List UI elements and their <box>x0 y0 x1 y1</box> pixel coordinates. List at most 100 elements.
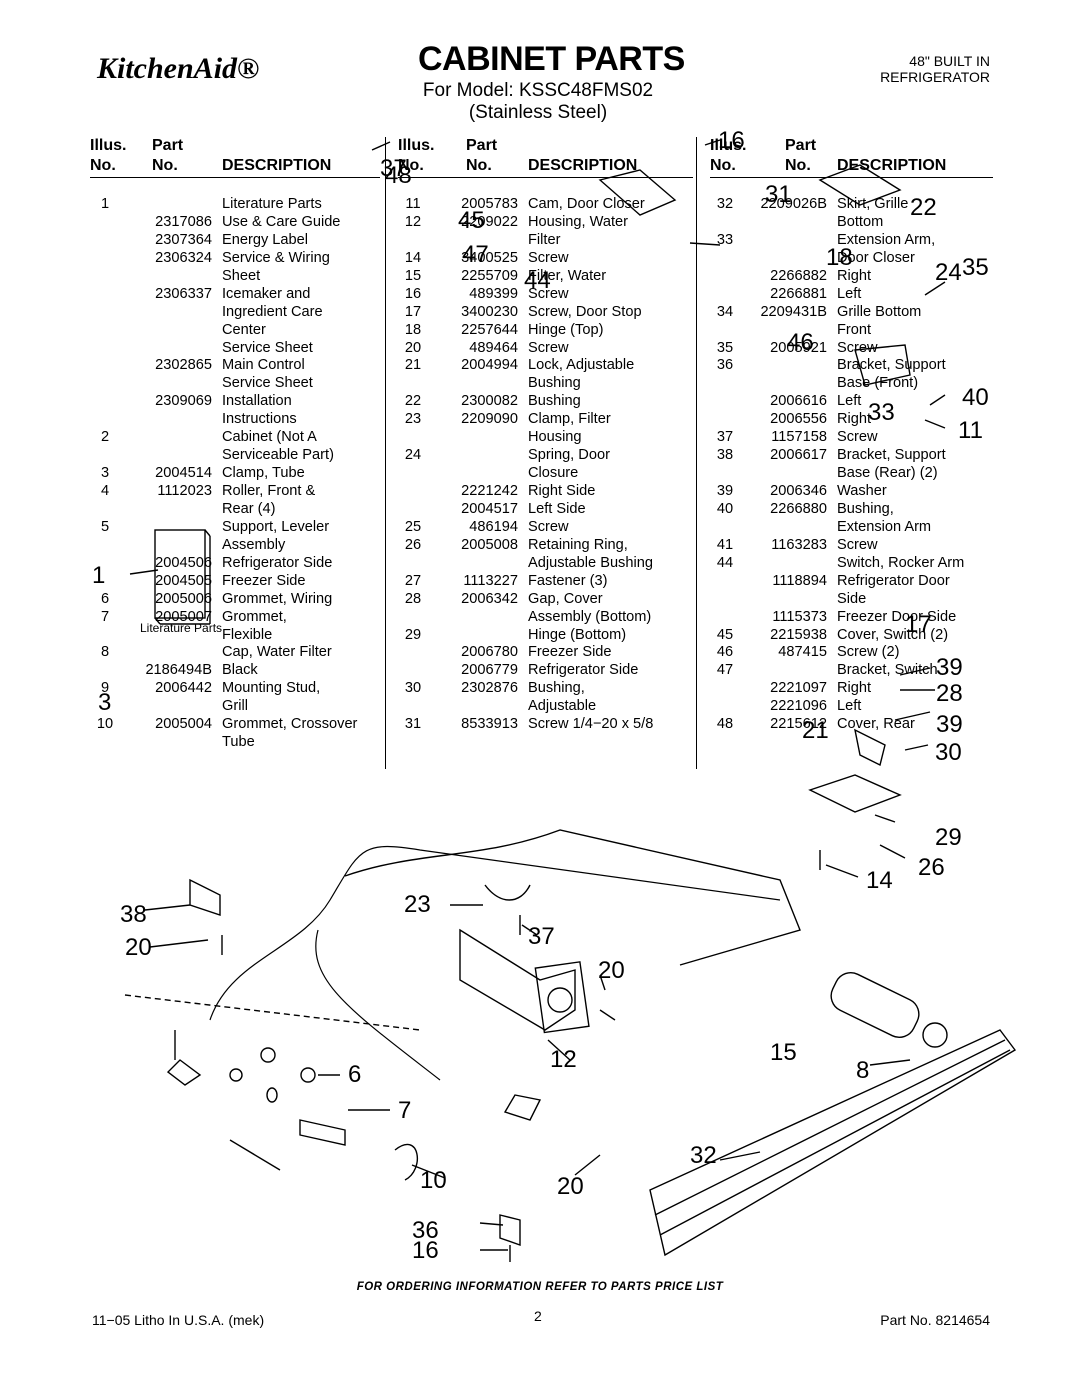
table-row: 36 Bracket, Support <box>710 357 993 375</box>
part-number-cell: 2005004 <box>155 716 212 733</box>
description-cell: Side <box>837 590 867 607</box>
brand-logo: KitchenAid® <box>97 52 260 85</box>
illus-number: 47 <box>716 662 734 679</box>
description-cell: Grommet, Crossover <box>222 716 358 733</box>
description-cell: Retaining Ring, <box>528 536 628 553</box>
callout-number: 39 <box>936 654 963 681</box>
part-number: Part No. 8214654 <box>880 1312 990 1328</box>
header-illus-no: No. <box>398 157 424 174</box>
illus-number: 11 <box>405 196 421 212</box>
description-cell: Screw <box>528 518 569 535</box>
model-info: For Model: KSSC48FMS02 (Stainless Steel) <box>420 80 656 124</box>
description-cell: Refrigerator Side <box>222 554 333 571</box>
table-row: Front <box>710 322 993 340</box>
product-type-line2: REFRIGERATOR <box>880 69 990 85</box>
description-cell: Hinge (Bottom) <box>528 626 627 643</box>
part-number-cell: 2005007 <box>155 608 212 625</box>
description-cell: Bracket, Support <box>837 357 946 374</box>
description-cell: Clamp, Filter <box>528 411 611 428</box>
part-number-cell: 2006617 <box>770 447 827 464</box>
illus-number: 48 <box>716 716 734 733</box>
callout-number: 28 <box>936 680 963 707</box>
description-cell: Front <box>837 321 872 338</box>
part-number-cell: 2006556 <box>770 411 827 428</box>
description-cell: Bottom <box>837 213 884 230</box>
description-cell: Filter <box>528 231 561 248</box>
header-description: DESCRIPTION <box>222 157 332 174</box>
part-number-cell: 2215612 <box>770 716 827 733</box>
callout-number: 18 <box>826 244 853 271</box>
model-number: For Model: KSSC48FMS02 <box>422 80 654 101</box>
table-row: Flexible <box>90 627 380 645</box>
description-cell: Bracket, Switch <box>837 662 938 679</box>
description-cell: Bushing <box>528 393 581 410</box>
description-cell: Washer <box>837 483 887 499</box>
callout-number: 8 <box>856 1057 869 1084</box>
header-illus: Illus. <box>398 137 435 154</box>
description-cell: Door Closer <box>837 249 915 266</box>
description-cell: Cover, Switch (2) <box>837 626 949 643</box>
table-row: Sheet <box>90 268 380 286</box>
part-number-cell: 2004517 <box>461 500 518 517</box>
description-cell: Cap, Water Filter <box>222 644 332 661</box>
description-cell: Refrigerator Side <box>528 662 639 679</box>
illus-number: 1 <box>100 196 110 212</box>
table-header: Illus. Part No. No. DESCRIPTION <box>398 137 693 178</box>
illus-number: 26 <box>404 536 422 553</box>
description-cell: Icemaker and <box>222 285 311 302</box>
description-cell: Grille Bottom <box>837 303 922 320</box>
description-cell: Extension Arm, <box>837 231 936 248</box>
table-row: Center <box>90 322 380 340</box>
illus-number: 25 <box>404 518 422 535</box>
description-cell: Clamp, Tube <box>222 465 305 482</box>
table-row: Bushing <box>398 375 693 393</box>
illus-number: 21 <box>404 357 422 374</box>
part-number-cell: 8533913 <box>461 716 518 733</box>
header-description: DESCRIPTION <box>837 157 947 174</box>
table-row: Ingredient Care <box>90 304 380 322</box>
part-number-cell: 2005006 <box>155 590 212 607</box>
illus-number: 36 <box>716 357 734 374</box>
table-row: Extension Arm <box>710 519 993 537</box>
table-row: Base (Rear) (2) <box>710 465 993 483</box>
illus-number: 15 <box>404 267 422 284</box>
header-illus-no: No. <box>710 157 736 174</box>
illus-number: 27 <box>404 572 422 589</box>
part-number-cell: 3400230 <box>461 303 518 320</box>
illus-number: 22 <box>404 393 422 410</box>
illus-number: 37 <box>716 429 734 446</box>
description-cell: Filter, Water <box>528 267 607 284</box>
description-cell: Black <box>222 662 258 679</box>
table-row: 47 Bracket, Switch <box>710 662 993 680</box>
callout-number: 44 <box>524 267 551 294</box>
part-number-cell: 2006342 <box>461 590 518 607</box>
description-cell: Center <box>222 321 266 338</box>
